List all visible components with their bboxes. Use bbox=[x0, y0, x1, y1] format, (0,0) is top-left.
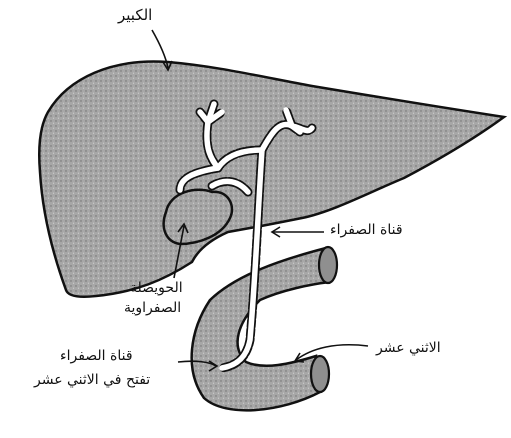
bile-opening-label-line1: قناة الصفراء bbox=[60, 348, 133, 366]
bile-opening-label-line2: تفتح في الاثني عشر bbox=[34, 372, 150, 390]
gallbladder-label-line1: الحويصلة bbox=[130, 280, 183, 298]
duodenum-end-upper bbox=[319, 247, 337, 283]
liver-label: الكبير bbox=[118, 6, 152, 25]
duodenum-shape bbox=[192, 248, 332, 410]
liver-shape bbox=[39, 61, 504, 296]
gallbladder-label-line2: الصفراوية bbox=[124, 300, 181, 318]
duodenum-end-lower bbox=[311, 356, 329, 392]
duodenum-label: الاثني عشر bbox=[376, 340, 441, 358]
bile-duct-label: قناة الصفراء bbox=[330, 222, 403, 240]
